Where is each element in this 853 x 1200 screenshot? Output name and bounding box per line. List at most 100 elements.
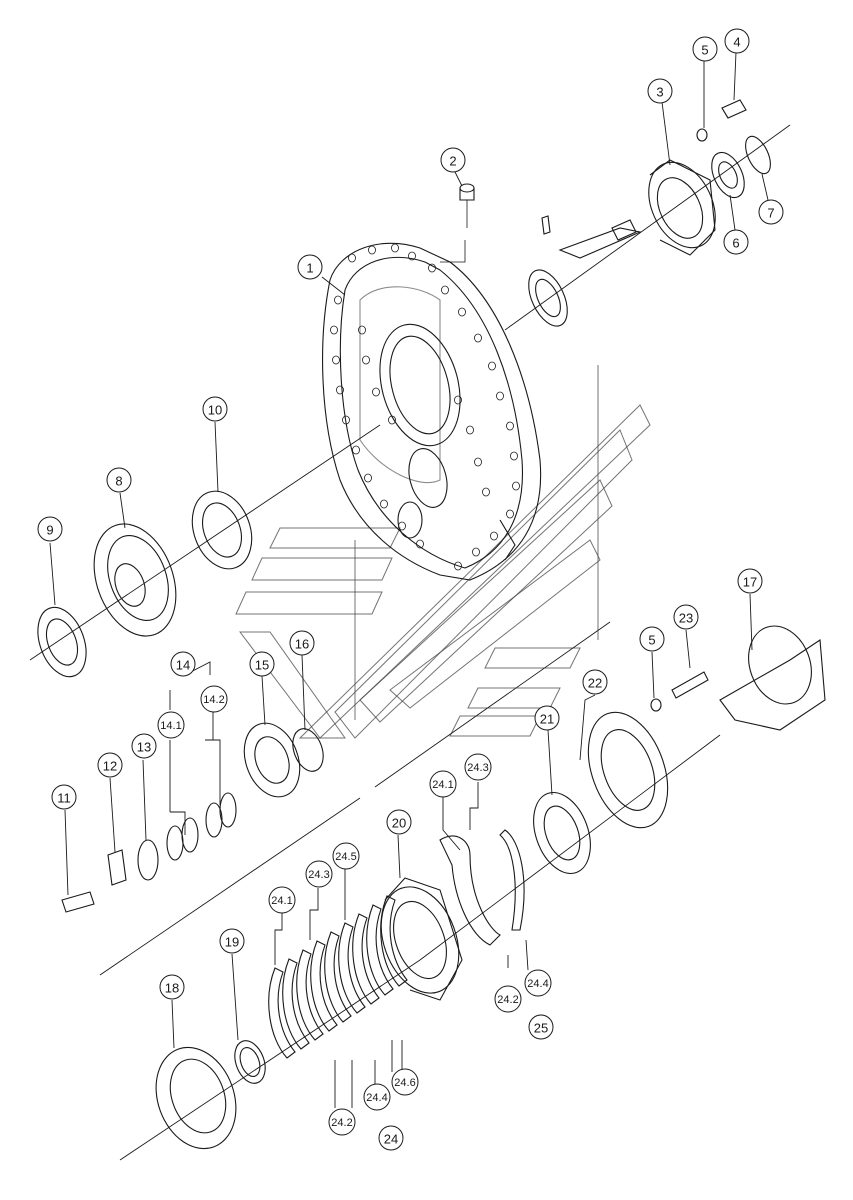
bolt-hole — [416, 539, 424, 549]
callout-number: 20 — [392, 816, 406, 831]
callout-number: 24.3 — [308, 869, 329, 881]
callout-25: 25 — [528, 1014, 554, 1040]
shim — [338, 922, 366, 1014]
callout-21: 21 — [534, 705, 560, 731]
callout-number: 14 — [176, 658, 190, 673]
callout-number: 24.3 — [467, 762, 488, 774]
shim-stack — [268, 895, 408, 1059]
callout-number: 5 — [701, 43, 708, 58]
callout-number: 24.6 — [394, 1077, 415, 1089]
shim — [352, 913, 380, 1005]
shim — [282, 958, 310, 1050]
callout-number: 24.1 — [432, 779, 453, 791]
bolt-hole — [358, 325, 366, 335]
callout-15: 15 — [249, 651, 275, 677]
callout-14: 14 — [170, 651, 196, 677]
bolt-hole — [458, 307, 466, 317]
callout-14-1: 14.1 — [157, 711, 185, 739]
bolt-hole — [512, 481, 520, 491]
bolt-hole — [398, 521, 406, 531]
callout-number: 11 — [57, 791, 71, 806]
callout-number: 24.2 — [331, 1117, 352, 1129]
callout-24-2b: 24.2 — [494, 985, 522, 1013]
callout-23: 23 — [673, 604, 699, 630]
callout-number: 16 — [295, 637, 309, 652]
callout-7: 7 — [758, 199, 784, 225]
callout-number: 18 — [165, 981, 179, 996]
bolt-hole — [380, 499, 388, 509]
callout-18: 18 — [159, 974, 185, 1000]
shim — [366, 904, 394, 996]
callout-11: 11 — [51, 784, 77, 810]
callout-number: 17 — [743, 575, 757, 590]
callout-number: 19 — [225, 935, 239, 950]
housing-bolt-holes — [330, 243, 520, 571]
callout-4: 4 — [724, 28, 750, 54]
shim — [296, 949, 324, 1041]
callout-6: 6 — [723, 229, 749, 255]
lower-gear-shim-set — [155, 829, 525, 1150]
bolt-hole — [441, 285, 449, 295]
callout-number: 1 — [306, 261, 313, 276]
callout-24-5: 24.5 — [332, 842, 360, 870]
callout-number: 2 — [449, 154, 456, 169]
callout-24-4a: 24.4 — [363, 1083, 391, 1111]
callout-14-2: 14.2 — [200, 685, 228, 713]
callout-number: 24 — [384, 1132, 398, 1147]
callout-number: 24.4 — [366, 1092, 387, 1104]
callout-24-1a: 24.1 — [429, 770, 457, 798]
callout-24-1b: 24.1 — [268, 886, 296, 914]
bolt-hole — [474, 457, 482, 467]
callout-3: 3 — [647, 78, 673, 104]
callout-8: 8 — [106, 467, 132, 493]
callout-24-4b: 24.4 — [524, 969, 552, 997]
callout-24-3b: 24.3 — [305, 860, 333, 888]
callout-number: 9 — [46, 523, 53, 538]
callout-number: 22 — [588, 676, 602, 691]
bolt-hole — [428, 263, 436, 273]
callout-24-6: 24.6 — [391, 1068, 419, 1096]
callout-9: 9 — [37, 516, 63, 542]
callout-number: 14.2 — [203, 694, 224, 706]
callout-17: 17 — [737, 568, 763, 594]
callout-number: 15 — [255, 658, 269, 673]
bolt-hole — [330, 325, 338, 335]
callout-number: 24.4 — [527, 978, 548, 990]
bolt-hole — [332, 355, 340, 365]
callout-number: 12 — [103, 759, 117, 774]
lower-right-shaft-set — [533, 625, 826, 875]
callout-number: 4 — [733, 35, 740, 50]
callout-number: 13 — [137, 740, 151, 755]
callout-number: 10 — [208, 403, 222, 418]
bolt-hole — [388, 415, 396, 425]
shim — [310, 940, 338, 1032]
housing-plate — [322, 240, 542, 581]
callout-12: 12 — [97, 752, 123, 778]
bolt-hole — [372, 387, 380, 397]
bolt-hole — [368, 245, 376, 255]
bolt-hole — [454, 561, 462, 571]
callout-13: 13 — [131, 733, 157, 759]
callout-1: 1 — [297, 254, 323, 280]
watermark-logo — [235, 365, 651, 739]
bolt-hole — [506, 509, 514, 519]
bolt-hole — [466, 425, 474, 435]
callout-19: 19 — [219, 928, 245, 954]
callout-5a: 5 — [692, 36, 718, 62]
shim — [380, 895, 408, 987]
callout-number: 7 — [767, 206, 774, 221]
bolt-hole — [490, 531, 498, 541]
bolt-hole — [348, 253, 356, 263]
callout-number: 8 — [115, 474, 122, 489]
bolt-hole — [482, 487, 490, 497]
bolt-hole — [472, 547, 480, 557]
leader-lines — [49, 51, 769, 1108]
bolt-hole — [336, 385, 344, 395]
callout-20: 20 — [386, 809, 412, 835]
bolt-hole — [342, 415, 350, 425]
callout-24-3a: 24.3 — [464, 753, 492, 781]
bolt-hole — [474, 333, 482, 343]
callout-number: 21 — [540, 712, 554, 727]
plug — [459, 183, 475, 228]
